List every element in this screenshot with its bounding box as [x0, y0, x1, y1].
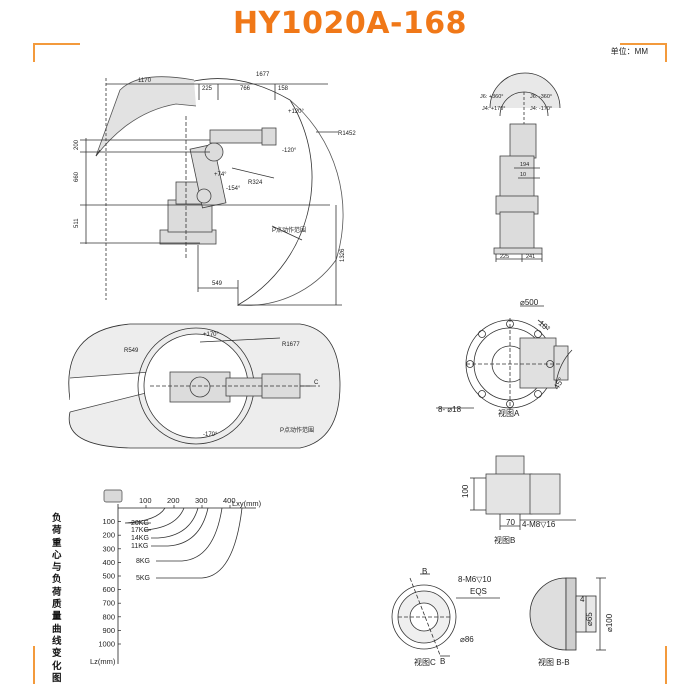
label-holes: 8- ⌀18	[438, 405, 462, 414]
dim-158: 158	[278, 86, 289, 92]
label-j6-minus: J6: -360°	[530, 94, 552, 100]
front-view-text: J6: +360° J6: -360° J4: +170° J4: -170° …	[480, 94, 552, 260]
label-r1677: R1677	[282, 342, 300, 348]
load-chart-vertical-title: 负荷重心与负荷质量曲线变化图	[52, 513, 62, 684]
y-tick-label: 100	[102, 517, 115, 526]
label-j4-minus: J4: -170°	[530, 106, 552, 112]
x-tick-label: 400	[223, 496, 236, 505]
dim-511: 511	[74, 218, 80, 228]
dim-766: 766	[240, 86, 251, 92]
y-tick-label: 500	[102, 572, 115, 581]
view-c-text: 8-M6▽10 EQS ⌀86 B B 视图C	[414, 567, 492, 667]
dim-10: 10	[520, 172, 526, 178]
view-b-text: 100 70 4-M8▽16 视图B	[461, 484, 556, 545]
label-d65: ⌀65	[585, 612, 594, 626]
load-curve-label: 8KG	[136, 558, 150, 565]
label-d4: 4	[580, 595, 585, 604]
load-curve-label: 14KG	[131, 535, 149, 542]
view-c	[391, 573, 500, 657]
dim-194: 194	[520, 162, 529, 168]
label-r1452: R1452	[338, 131, 356, 137]
side-view-text: 1170 1677 225 766 158 200 660 511 549 13…	[74, 72, 356, 287]
load-curve	[156, 507, 223, 562]
load-curve	[124, 507, 166, 524]
label-minus170: -170°	[203, 432, 218, 438]
dim-549: 549	[212, 281, 223, 287]
side-envelope	[237, 99, 313, 306]
view-bb-caption: 视图 B-B	[538, 657, 570, 667]
dim-241: 241	[526, 254, 535, 260]
load-curve-label: 17KG	[131, 527, 149, 534]
view-c-caption: 视图C	[414, 657, 436, 667]
label-b-bottom: B	[440, 657, 445, 666]
y-tick-label: 200	[102, 531, 115, 540]
side-robot	[159, 127, 277, 245]
dim-225: 225	[202, 86, 213, 92]
load-curve-label: 20KG	[131, 520, 149, 527]
front-view	[489, 72, 561, 262]
dim-1677: 1677	[256, 72, 270, 78]
load-curve-label: 5KG	[136, 575, 150, 582]
dim-200: 200	[74, 139, 80, 150]
label-minus120: -120°	[282, 148, 297, 154]
x-axis-label: Lxy(mm)	[232, 499, 262, 508]
load-curve-label: 11KG	[131, 543, 148, 550]
dim-1170: 1170	[138, 78, 152, 84]
x-tick-label: 200	[167, 496, 180, 505]
label-d100: ⌀100	[605, 613, 614, 632]
label-j6-plus: J6: +360°	[480, 94, 503, 100]
label-m6: 8-M6▽10	[458, 575, 492, 584]
view-b	[470, 455, 576, 530]
label-minus154: -154°	[226, 186, 241, 192]
y-tick-label: 300	[102, 544, 115, 553]
label-r549: R549	[124, 348, 139, 354]
label-j4-plus: J4: +170°	[482, 106, 505, 112]
dim-1326: 1326	[340, 248, 346, 262]
load-curve	[151, 507, 199, 539]
flange-icon	[103, 489, 123, 503]
label-plus170: +170°	[203, 332, 220, 338]
load-curve	[151, 507, 209, 547]
y-tick-label: 400	[102, 558, 115, 567]
page-title: HY1020A-168	[232, 6, 468, 41]
label-b-top: B	[422, 567, 427, 576]
label-eqs: EQS	[470, 587, 487, 596]
label-top-p-range: P点动作范围	[280, 426, 314, 434]
load-curve	[156, 507, 243, 579]
x-tick-label: 100	[139, 496, 152, 505]
view-a	[436, 305, 573, 410]
view-b-caption: 视图B	[494, 535, 515, 545]
y-tick-label: 1000	[98, 640, 115, 649]
y-axis-label: Lz(mm)	[90, 657, 116, 666]
top-view	[68, 323, 341, 449]
label-w70: 70	[506, 518, 515, 527]
x-tick-label: 300	[195, 496, 208, 505]
label-h100: 100	[461, 484, 470, 498]
view-a-caption: 视图A	[498, 408, 520, 418]
view-bb	[529, 577, 606, 651]
y-tick-label: 600	[102, 585, 115, 594]
label-plus120: +120°	[288, 109, 305, 115]
label-p-range: P点动作范围	[272, 226, 306, 234]
side-view	[80, 76, 344, 306]
dim-660: 660	[74, 171, 80, 182]
corner-frame	[33, 43, 667, 684]
dim-225-front: 225	[500, 254, 509, 260]
top-view-text: R549 R1677 +170° -170° P点动作范围 C	[124, 332, 319, 438]
label-m8: 4-M8▽16	[522, 520, 556, 529]
y-tick-label: 900	[102, 626, 115, 635]
label-plus74: +74°	[214, 172, 227, 178]
unit-label: 单位：MM	[610, 47, 648, 56]
label-c: C	[314, 380, 319, 386]
y-tick-label: 800	[102, 612, 115, 621]
label-d86: ⌀86	[460, 635, 474, 644]
y-tick-label: 700	[102, 599, 115, 608]
load-chart: Lxy(mm) Lz(mm) 100 200 300 400 100 200 300 400…	[90, 489, 262, 666]
label-r324: R324	[248, 180, 263, 186]
view-bb-text: 4 ⌀65 ⌀100 视图 B-B	[538, 595, 614, 667]
load-curve	[143, 507, 185, 531]
label-d500: ⌀500	[520, 298, 539, 307]
